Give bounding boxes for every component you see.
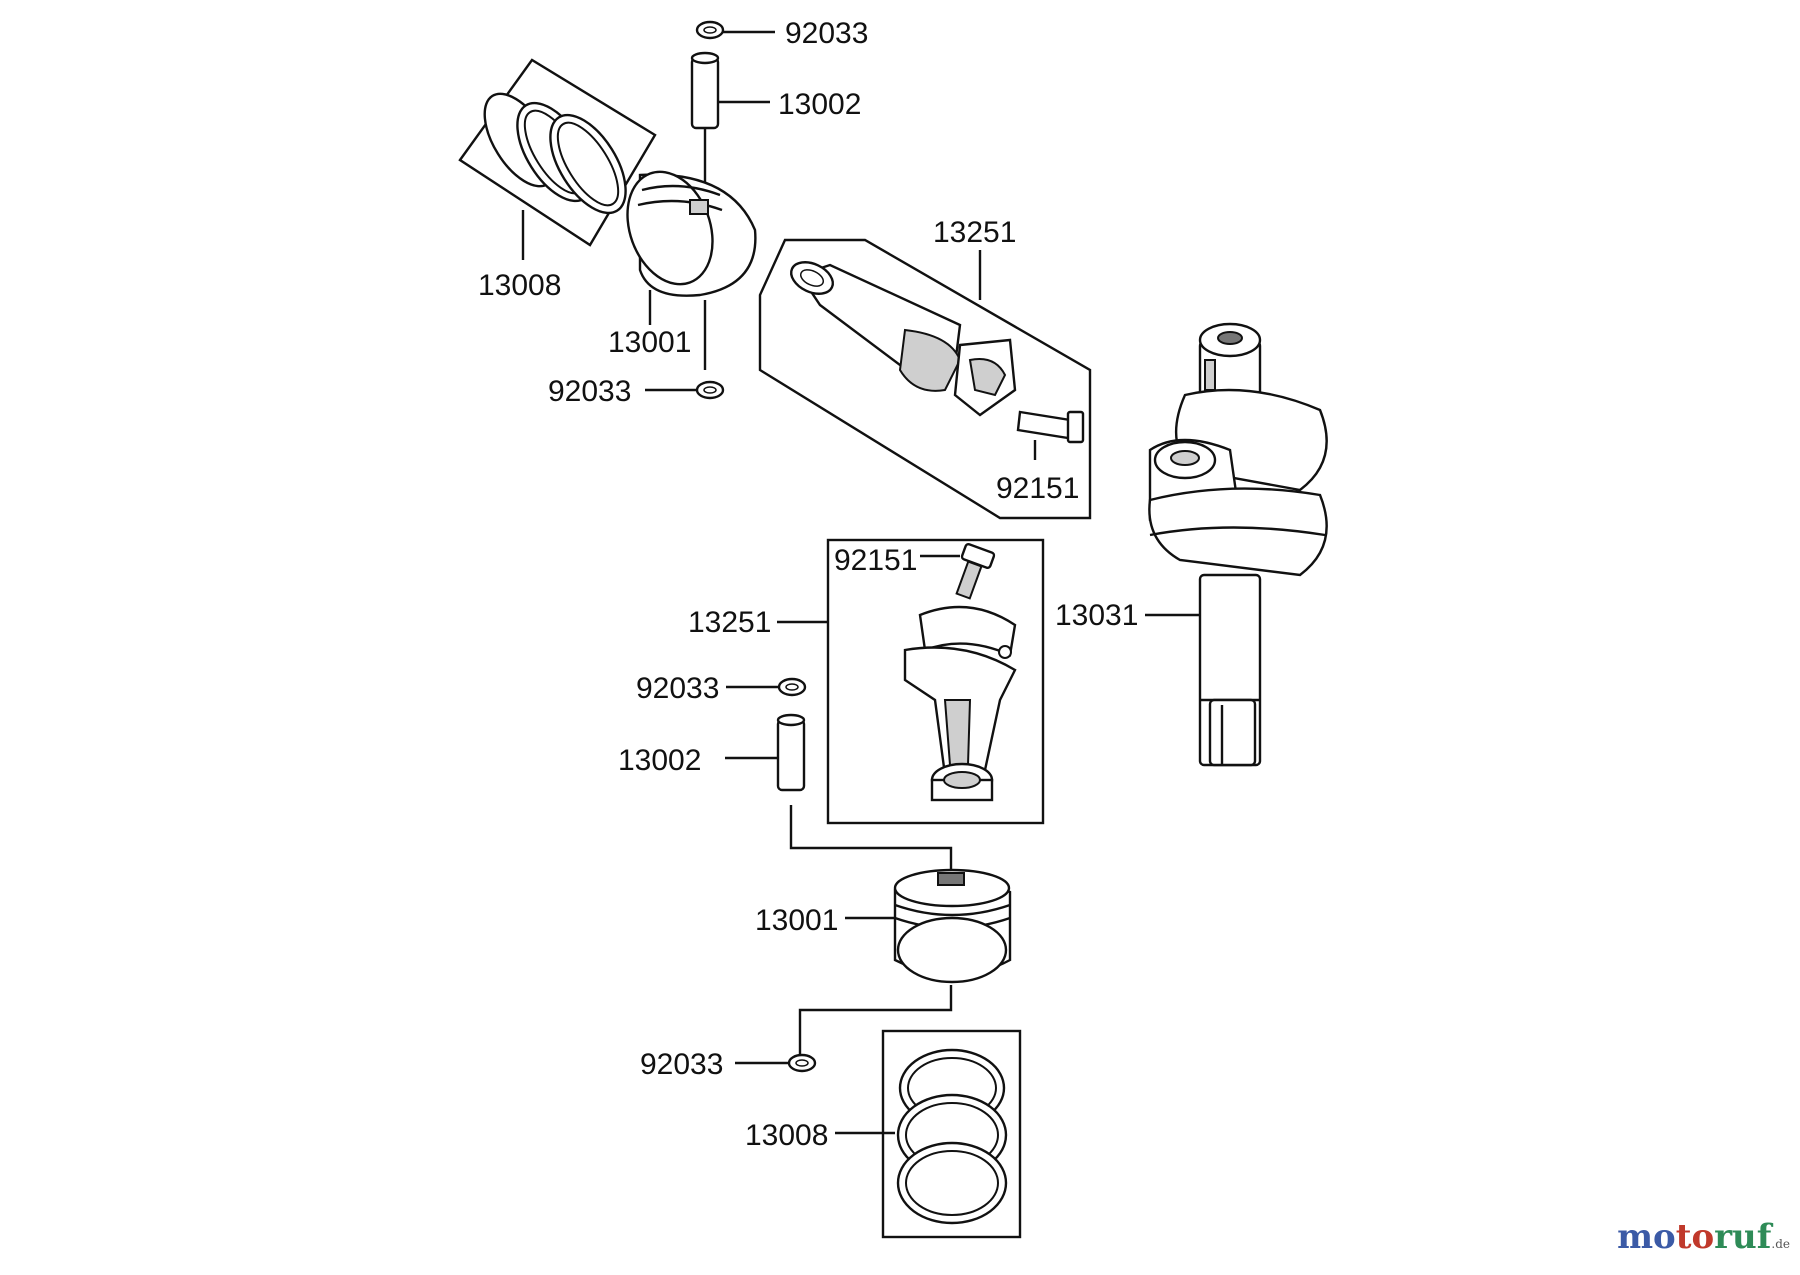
top-connecting-rod bbox=[758, 238, 1092, 520]
label-bottom-rings: 13008 bbox=[745, 1119, 828, 1152]
bottom-piston bbox=[798, 868, 1012, 1055]
label-bottom-piston: 13001 bbox=[755, 904, 838, 937]
label-top-pin: 13002 bbox=[778, 88, 861, 121]
label-bottom-clip-upper: 92033 bbox=[636, 672, 719, 705]
crankshaft bbox=[1145, 322, 1328, 767]
top-piston bbox=[626, 170, 757, 370]
label-crankshaft: 13031 bbox=[1055, 599, 1138, 632]
bottom-piston-rings bbox=[835, 1029, 1022, 1239]
label-top-rings: 13008 bbox=[478, 269, 561, 302]
label-top-clip-upper: 92033 bbox=[785, 17, 868, 50]
label-bottom-clip-lower: 92033 bbox=[640, 1048, 723, 1081]
label-bottom-pin: 13002 bbox=[618, 744, 701, 777]
watermark-logo: motoruf.de bbox=[1617, 1217, 1790, 1257]
top-circlip-lower bbox=[645, 380, 725, 400]
label-top-clip-lower: 92033 bbox=[548, 375, 631, 408]
top-piston-rings bbox=[458, 58, 657, 260]
bottom-circlip-upper bbox=[726, 677, 807, 697]
top-piston-pin bbox=[690, 51, 770, 185]
bottom-piston-pin bbox=[725, 713, 953, 870]
top-circlip-upper bbox=[695, 20, 775, 40]
label-top-piston: 13001 bbox=[608, 326, 691, 359]
label-bottom-conrod: 13251 bbox=[688, 606, 771, 639]
label-bottom-bolt: 92151 bbox=[834, 544, 917, 577]
label-top-conrod: 13251 bbox=[933, 216, 1016, 249]
bottom-circlip-lower bbox=[735, 1053, 817, 1073]
bottom-connecting-rod bbox=[777, 538, 1045, 825]
label-top-bolt: 92151 bbox=[996, 472, 1079, 505]
